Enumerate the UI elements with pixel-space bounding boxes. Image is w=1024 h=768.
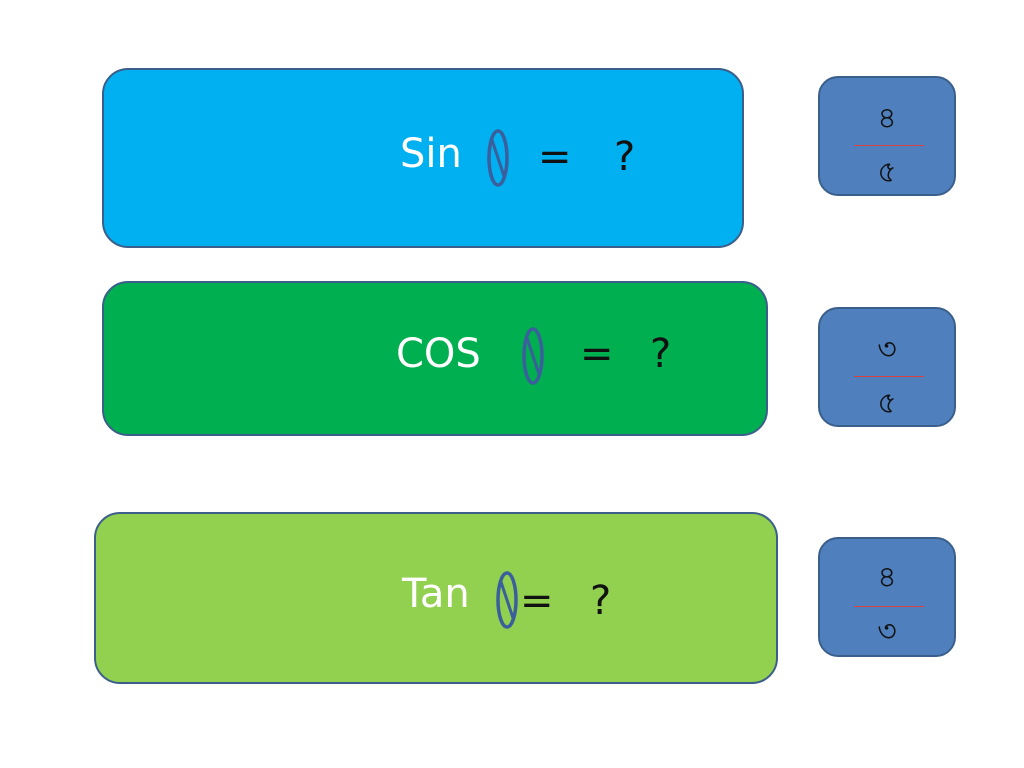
sin-question-box[interactable] [102,68,744,248]
fraction-bar [854,145,924,146]
tan-answer-card[interactable]: ৪ ৩ [818,537,956,657]
tan-label: Tan [402,571,470,617]
cos-answer-denominator: ৫ [877,386,897,421]
sin-answer-numerator: ৪ [877,101,897,136]
sin-equals: = [538,134,572,180]
cos-question-mark: ? [650,331,672,377]
sin-label: Sin [400,131,462,177]
tan-question-mark: ? [590,578,612,624]
cos-question-box[interactable] [102,281,768,436]
cos-label: COS [396,331,481,377]
theta-icon [496,571,518,629]
tan-answer-denominator: ৩ [877,614,897,649]
tan-answer-numerator: ৪ [877,560,897,595]
fraction-bar [854,376,924,377]
sin-question-mark: ? [614,134,636,180]
tan-question-box[interactable] [94,512,778,684]
cos-equals: = [580,331,614,377]
theta-icon [522,327,544,385]
theta-icon [487,129,509,187]
sin-answer-card[interactable]: ৪ ৫ [818,76,956,196]
cos-answer-numerator: ৩ [877,332,897,367]
cos-answer-card[interactable]: ৩ ৫ [818,307,956,427]
sin-answer-denominator: ৫ [877,155,897,190]
fraction-bar [854,606,924,607]
tan-equals: = [520,578,554,624]
